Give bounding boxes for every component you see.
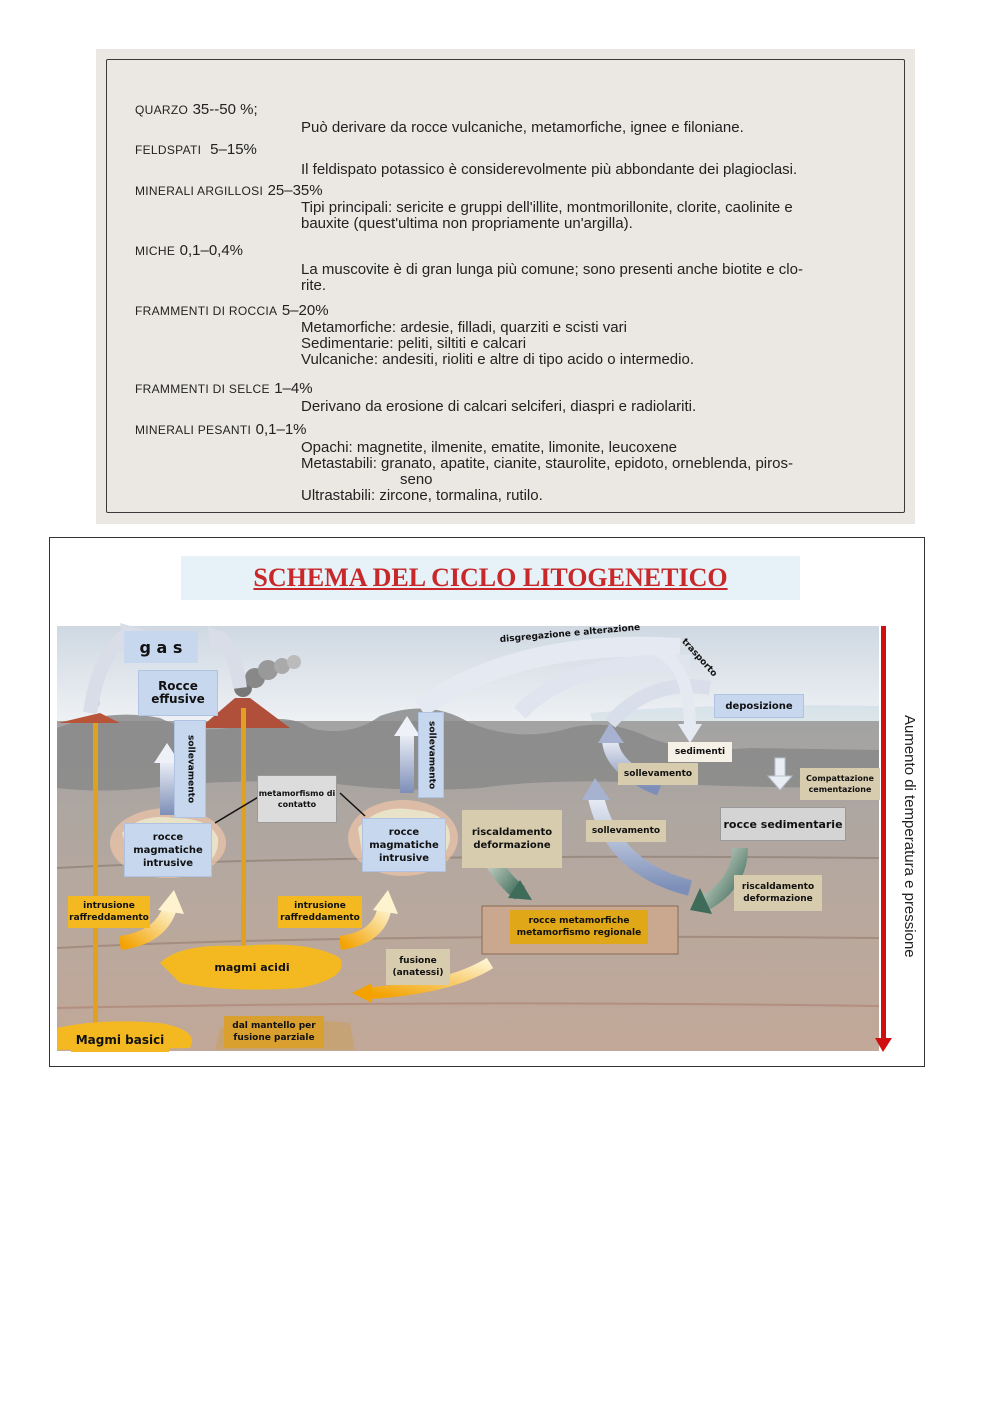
item-description: La muscovite è di gran lunga più comune;…: [301, 261, 803, 278]
label-uplift-left: sollevamento: [174, 720, 206, 818]
label-intrusive-rocks-right: rocce magmatiche intrusive: [362, 818, 446, 872]
label-gas: g a s: [124, 631, 198, 663]
label-regional-metamorphism: rocce metamorfiche metamorfismo regional…: [510, 910, 648, 944]
item-description: Opachi: magnetite, ilmenite, ematite, li…: [301, 439, 678, 456]
item-percentage: 25–35%: [267, 182, 323, 199]
item-description: Metamorfiche: ardesie, filladi, quarziti…: [301, 319, 627, 336]
label-intrusion-cooling-right: intrusione raffreddamento: [278, 896, 362, 928]
item-percentage: 1–4%: [274, 380, 313, 397]
item-name: FRAMMENTI DI ROCCIA: [135, 304, 278, 318]
item-percentage: 5–15%: [210, 141, 257, 158]
composition-frame: QUARZO 35--50 %; Può derivare da rocce v…: [106, 59, 905, 513]
label-intrusive-rocks-left: rocce magmatiche intrusive: [124, 823, 212, 877]
item-name: MICHE: [135, 244, 176, 258]
item-name: QUARZO: [135, 103, 189, 117]
rock-cycle-diagram: SCHEMA DEL CICLO LITOGENETICO: [49, 537, 925, 1067]
item-description: Metastabili: granato, apatite, cianite, …: [301, 455, 793, 472]
item-description: Sedimentarie: peliti, siltiti e calcari: [301, 335, 527, 352]
diagram-title: SCHEMA DEL CICLO LITOGENETICO: [253, 563, 728, 592]
label-heating-deformation-middle: riscaldamento deformazione: [462, 810, 562, 868]
item-description: Ultrastabili: zircone, tormalina, rutilo…: [301, 487, 543, 504]
label-sediments: sedimenti: [668, 742, 732, 762]
label-heating-deformation-right: riscaldamento deformazione: [734, 875, 822, 911]
item-description: Può derivare da rocce vulcaniche, metamo…: [301, 119, 744, 136]
item-name: MINERALI ARGILLOSI: [135, 184, 264, 198]
item-percentage: 0,1–1%: [255, 421, 307, 438]
item-description: Derivano da erosione di calcari selcifer…: [301, 398, 697, 415]
item-description: seno: [400, 471, 433, 488]
label-mantle-partial-fusion: dal mantello per fusione parziale: [224, 1016, 324, 1048]
item-description: rite.: [301, 277, 327, 294]
label-uplift-b: sollevamento: [586, 820, 666, 842]
label-basic-magma: Magmi basici: [71, 1028, 169, 1052]
label-acid-magma: magmi acidi: [209, 956, 295, 978]
label-fusion: fusione (anatessi): [386, 949, 450, 985]
label-uplift-middle: sollevamento: [418, 712, 444, 798]
item-name: FRAMMENTI DI SELCE: [135, 382, 270, 396]
label-sedimentary-rocks: rocce sedimentarie: [720, 807, 846, 841]
label-compaction-cementation: Compattazione cementazione: [800, 768, 880, 800]
item-name: MINERALI PESANTI: [135, 423, 252, 437]
label-deposition: deposizione: [714, 694, 804, 718]
composition-panel: QUARZO 35--50 %; Può derivare da rocce v…: [96, 49, 915, 524]
item-description: Il feldispato potassico è considerevolme…: [301, 161, 798, 178]
item-percentage: 35--50 %;: [192, 101, 258, 118]
label-intrusion-cooling-left: intrusione raffreddamento: [68, 896, 150, 928]
label-contact-metamorphism: metamorfismo di contatto: [257, 775, 337, 823]
item-description: Tipi principali: sericite e gruppi dell'…: [301, 199, 793, 216]
item-percentage: 0,1–0,4%: [179, 242, 244, 259]
temperature-pressure-label: Aumento di temperatura e pressione: [901, 714, 918, 958]
diagram-title-box: SCHEMA DEL CICLO LITOGENETICO: [181, 556, 800, 600]
item-percentage: 5–20%: [281, 302, 329, 319]
item-description: bauxite (quest'ultima non propriamente u…: [301, 215, 633, 232]
label-uplift-a: sollevamento: [618, 763, 698, 785]
label-effusive-rocks: Rocce effusive: [138, 670, 218, 716]
item-description: Vulcaniche: andesiti, rioliti e altre di…: [301, 351, 694, 368]
item-name: FELDSPATI: [135, 143, 202, 157]
